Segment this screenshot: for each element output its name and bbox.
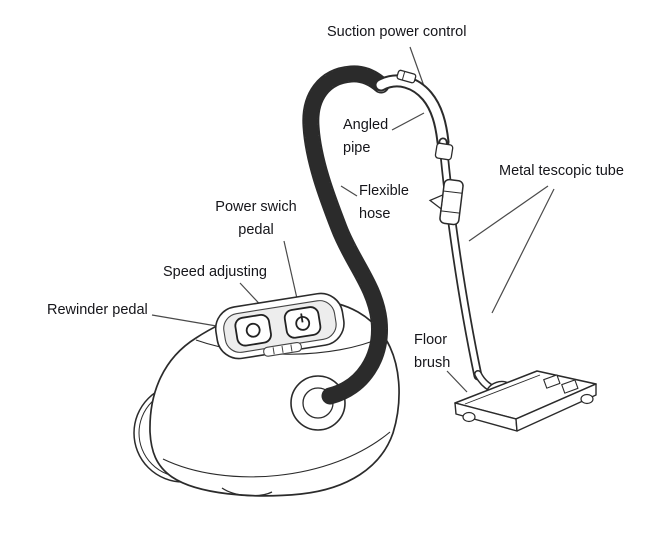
leader-lines — [151, 46, 555, 393]
label-floor-brush: Floor brush — [414, 332, 451, 372]
label-metal-telescopic-tube: Metal tescopic tube — [499, 163, 624, 179]
speed-slider-icon — [263, 341, 302, 357]
telescopic-tube-drawing — [428, 137, 483, 381]
canister-body-drawing — [149, 300, 400, 497]
control-panel-drawing — [214, 292, 345, 360]
leader-metal-tube-upper — [468, 185, 549, 242]
label-rewinder-pedal: Rewinder pedal — [47, 302, 148, 318]
hose-port-drawing — [290, 375, 346, 431]
label-angled-pipe: Angled pipe — [343, 117, 389, 157]
label-speed-adjusting: Speed adjusting — [163, 264, 267, 280]
flexible-hose-drawing — [302, 65, 390, 405]
leader-flexible-hose — [340, 185, 358, 197]
suction-power-control-drawing — [396, 69, 417, 84]
power-button-icon — [283, 306, 322, 339]
leader-floor-brush — [446, 370, 468, 393]
label-flexible-hose: Flexible hose — [359, 183, 409, 223]
label-power-switch-pedal: Power swich pedal — [215, 199, 297, 239]
leader-suction-power-control — [409, 46, 426, 90]
angled-pipe-drawing — [374, 69, 450, 149]
leader-metal-tube-lower — [491, 188, 555, 314]
floor-brush-drawing — [454, 370, 597, 432]
tube-joint-drawing — [434, 142, 454, 161]
leader-angled-pipe — [391, 112, 425, 131]
label-suction-power-control: Suction power control — [327, 24, 467, 40]
leader-power-switch-pedal — [283, 240, 299, 304]
rewind-pedal-icon — [234, 314, 272, 347]
tube-coupler-drawing — [428, 178, 464, 226]
